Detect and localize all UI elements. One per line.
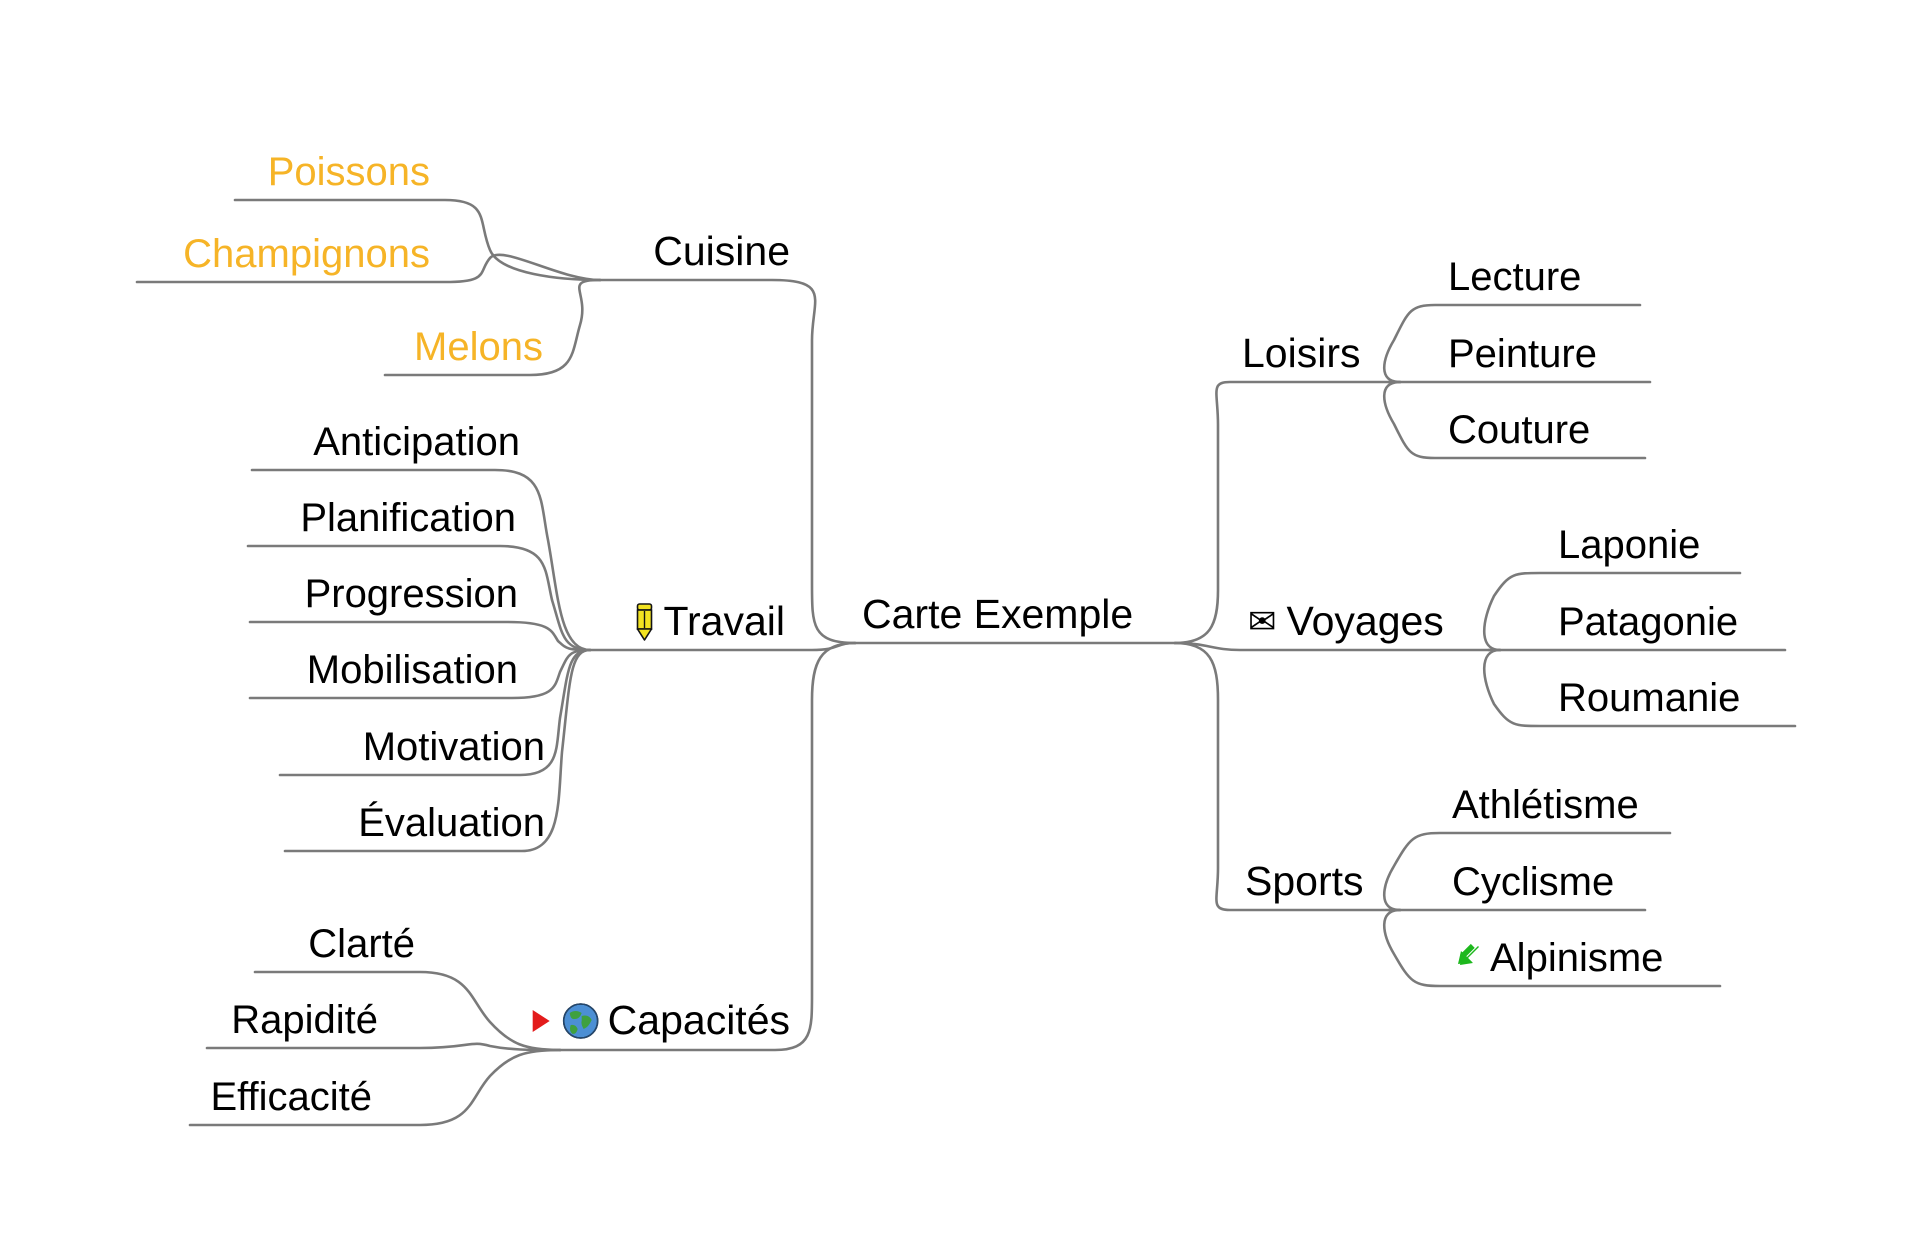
- node-evaluation-label: Évaluation: [358, 801, 545, 845]
- node-sports-label: Sports: [1245, 858, 1364, 904]
- node-progression[interactable]: Progression: [305, 574, 518, 614]
- node-rapidite-label: Rapidité: [231, 998, 378, 1042]
- node-root[interactable]: Carte Exemple: [862, 594, 1133, 635]
- node-capacites[interactable]: Capacités: [532, 997, 790, 1043]
- triangle-red-icon: [532, 1009, 550, 1032]
- node-progression-label: Progression: [304, 572, 518, 616]
- node-capacites-label: Capacités: [607, 997, 790, 1043]
- node-alpinisme-label: Alpinisme: [1490, 936, 1664, 980]
- wire-capacites: [558, 641, 857, 1052]
- node-patagonie-label: Patagonie: [1558, 600, 1739, 644]
- node-anticipation[interactable]: Anticipation: [313, 422, 520, 462]
- node-couture-label: Couture: [1448, 408, 1591, 452]
- node-cuisine-label: Cuisine: [653, 228, 790, 274]
- node-clarte-label: Clarté: [308, 922, 415, 966]
- node-couture[interactable]: Couture: [1448, 410, 1590, 450]
- arrow-green-icon: [1452, 940, 1482, 976]
- node-mobilisation-label: Mobilisation: [306, 648, 518, 692]
- node-lecture[interactable]: Lecture: [1448, 257, 1581, 297]
- node-efficacite-label: Efficacité: [210, 1075, 372, 1119]
- node-mobilisation[interactable]: Mobilisation: [307, 650, 518, 690]
- node-voyages[interactable]: ✉ Voyages: [1248, 601, 1444, 642]
- node-efficacite[interactable]: Efficacité: [210, 1077, 372, 1117]
- wire-cuisine: [598, 278, 857, 645]
- wire-travail: [588, 641, 857, 652]
- node-poissons-label: Poissons: [267, 150, 430, 194]
- node-anticipation-label: Anticipation: [313, 420, 520, 464]
- node-patagonie[interactable]: Patagonie: [1558, 602, 1738, 642]
- node-melons-label: Melons: [414, 325, 543, 369]
- node-laponie-label: Laponie: [1558, 523, 1701, 567]
- wire-progression: [248, 620, 592, 652]
- node-roumanie-label: Roumanie: [1558, 676, 1741, 720]
- node-roumanie[interactable]: Roumanie: [1558, 678, 1740, 718]
- globe-icon: [562, 1002, 600, 1040]
- node-laponie[interactable]: Laponie: [1558, 525, 1700, 565]
- wire-voyages: [1173, 641, 1502, 652]
- node-poissons[interactable]: Poissons: [268, 152, 430, 192]
- node-peinture[interactable]: Peinture: [1448, 334, 1597, 374]
- node-cuisine[interactable]: Cuisine: [653, 231, 790, 272]
- node-root-label: Carte Exemple: [862, 591, 1134, 637]
- wire-rapidite: [205, 1042, 562, 1052]
- node-rapidite[interactable]: Rapidité: [231, 1000, 378, 1040]
- node-motivation[interactable]: Motivation: [363, 727, 545, 767]
- pencil-icon: [634, 602, 656, 642]
- node-clarte[interactable]: Clarté: [308, 924, 415, 964]
- node-athletisme-label: Athlétisme: [1452, 783, 1639, 827]
- node-champignons-label: Champignons: [183, 232, 430, 276]
- node-loisirs-label: Loisirs: [1242, 330, 1361, 376]
- node-voyages-label: Voyages: [1286, 598, 1444, 644]
- node-cyclisme[interactable]: Cyclisme: [1452, 862, 1614, 902]
- node-travail[interactable]: Travail: [634, 598, 786, 644]
- node-planification[interactable]: Planification: [300, 498, 516, 538]
- node-champignons[interactable]: Champignons: [183, 234, 430, 274]
- node-melons[interactable]: Melons: [414, 327, 543, 367]
- node-planification-label: Planification: [300, 496, 516, 540]
- node-loisirs[interactable]: Loisirs: [1242, 333, 1360, 374]
- node-athletisme[interactable]: Athlétisme: [1452, 785, 1639, 825]
- node-motivation-label: Motivation: [362, 725, 545, 769]
- node-evaluation[interactable]: Évaluation: [358, 803, 545, 843]
- node-lecture-label: Lecture: [1448, 255, 1582, 299]
- node-travail-label: Travail: [663, 598, 786, 644]
- node-peinture-label: Peinture: [1448, 332, 1597, 376]
- node-alpinisme[interactable]: Alpinisme: [1452, 938, 1663, 978]
- envelope-icon: ✉: [1248, 602, 1277, 641]
- node-cyclisme-label: Cyclisme: [1452, 860, 1615, 904]
- node-sports[interactable]: Sports: [1245, 861, 1364, 902]
